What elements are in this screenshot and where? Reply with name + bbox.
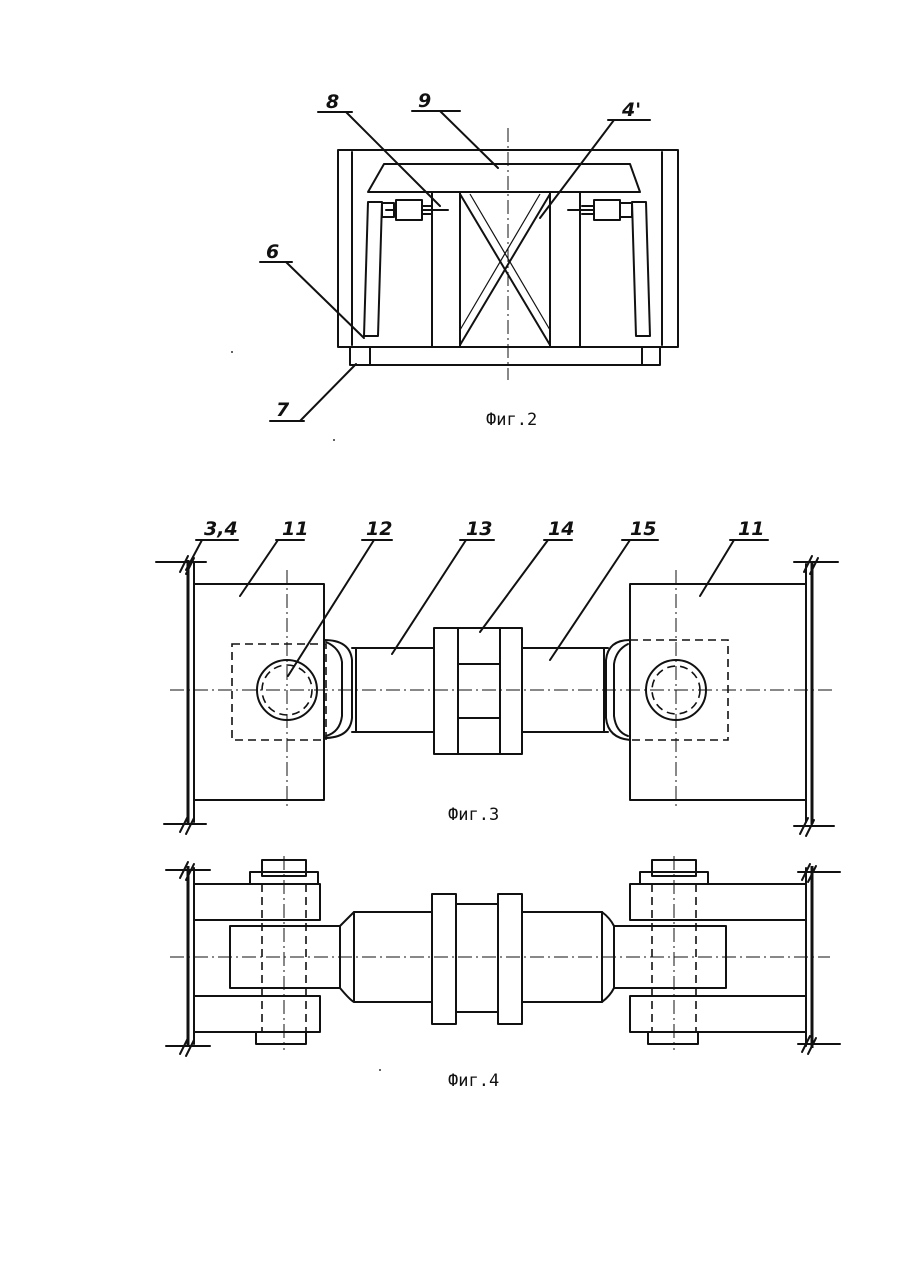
label-15: 15	[630, 518, 656, 540]
figure-3: 3,4 11 12 13 14 15 11 Фиг.3	[156, 518, 838, 836]
label-14: 14	[548, 518, 574, 540]
figure-4: Фиг.4	[166, 856, 840, 1091]
right-fork-upper	[630, 884, 806, 920]
beam-9	[368, 164, 640, 192]
bracket-11-left	[194, 584, 324, 800]
label-9: 9	[418, 90, 431, 112]
right-pendant	[632, 202, 650, 336]
left-pendant-6	[364, 202, 382, 336]
left-fork-upper	[194, 884, 320, 920]
label-11-right: 11	[738, 518, 764, 540]
coupling-14	[434, 628, 522, 754]
label-8: 8	[326, 91, 339, 113]
bracket-11-right	[630, 584, 806, 800]
caption-fig-2: Фиг.2	[486, 410, 537, 430]
base-plate	[350, 347, 660, 365]
label-6: 6	[266, 241, 279, 263]
label-11-left: 11	[282, 518, 308, 540]
coupling-flange-left	[432, 894, 456, 1024]
figure-2: 8 9 4' 6 7 Фиг.2	[260, 90, 678, 430]
label-4prime: 4'	[621, 99, 641, 121]
caption-fig-4: Фиг.4	[448, 1071, 499, 1091]
caption-fig-3: Фиг.3	[448, 805, 499, 825]
left-cylinder	[396, 200, 422, 220]
label-3-4: 3,4	[204, 518, 238, 540]
right-cylinder	[594, 200, 620, 220]
label-12: 12	[366, 518, 392, 540]
label-7: 7	[276, 399, 290, 421]
left-fork-lower	[194, 996, 320, 1032]
coupling-flange-right	[498, 894, 522, 1024]
label-13: 13	[466, 518, 492, 540]
right-fork-lower	[630, 996, 806, 1032]
